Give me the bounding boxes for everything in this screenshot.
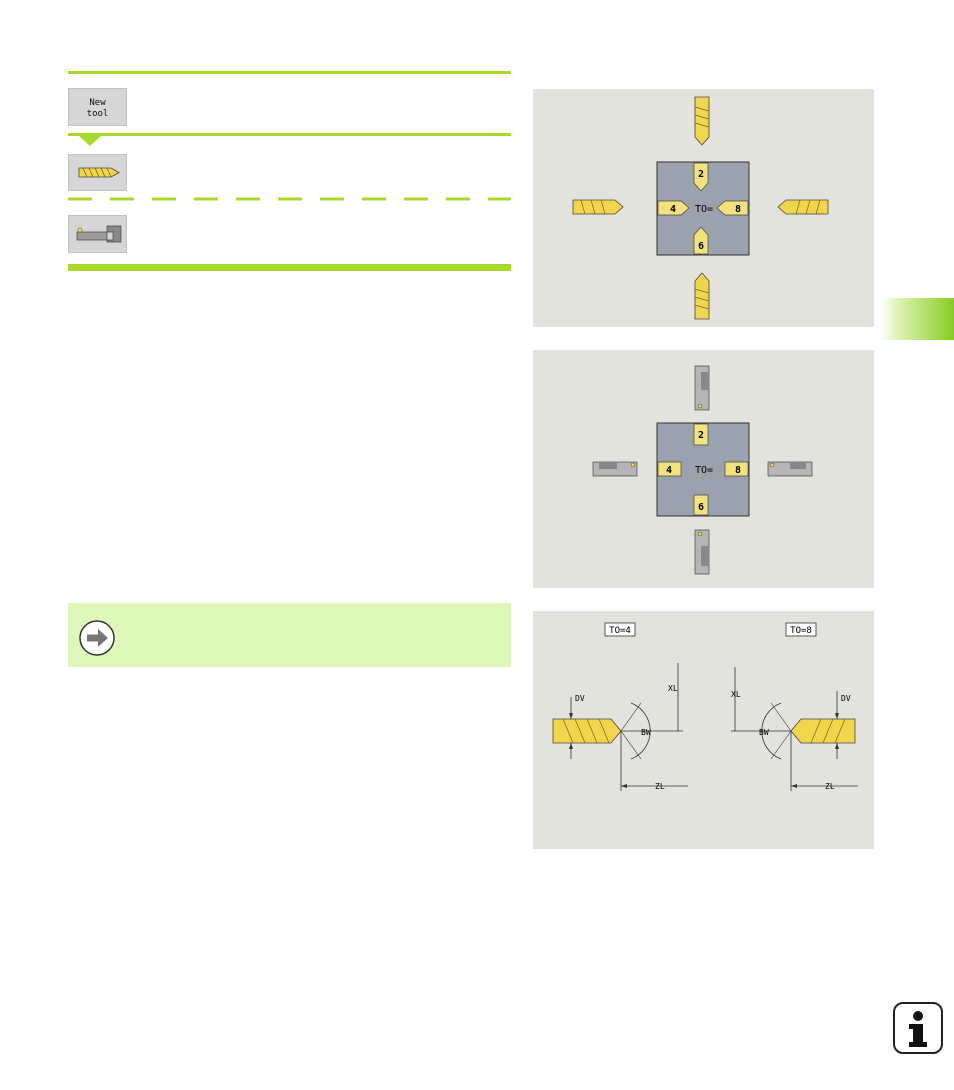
- drill-dimension-diagram: TO=4 TO=8 DV XL BW ZL: [552, 622, 858, 791]
- drill-tool-softkey[interactable]: [68, 154, 127, 191]
- new-tool-softkey[interactable]: New tool: [68, 88, 127, 126]
- panel-drilling-orientation: 2 4 8 6 TO=: [533, 89, 874, 327]
- boring-bar-right: [767, 461, 813, 477]
- new-tool-line1: New: [89, 98, 106, 108]
- boring-bar-icon: [76, 225, 122, 243]
- label-6: 6: [698, 241, 704, 252]
- table-top-rule: [68, 71, 511, 74]
- to4-label: TO=4: [609, 626, 631, 636]
- zl-label-right: ZL: [825, 782, 835, 791]
- center-label: TO=: [695, 204, 713, 215]
- right-drill: [790, 718, 856, 744]
- drill-top: [694, 96, 710, 146]
- boring-bar-left: [592, 461, 638, 477]
- label-4: 4: [666, 465, 672, 476]
- label-6: 6: [698, 502, 704, 513]
- label-8: 8: [735, 465, 741, 476]
- drill-icon: [78, 167, 120, 178]
- arrow-right-icon: [79, 620, 115, 656]
- table-bottom-rule: [68, 264, 511, 271]
- boring-tool-softkey[interactable]: [68, 215, 127, 253]
- chapter-tab: [880, 298, 954, 340]
- new-tool-line2: tool: [86, 109, 109, 119]
- label-2: 2: [698, 430, 704, 441]
- label-4: 4: [670, 204, 676, 215]
- center-label: TO=: [695, 465, 713, 476]
- boring-bar-bottom: [694, 529, 710, 575]
- left-drill: [552, 718, 622, 744]
- bw-label-right: BW: [759, 728, 769, 737]
- drill-right: [777, 199, 829, 215]
- bw-label-left: BW: [641, 728, 651, 737]
- dashed-divider: [68, 197, 511, 201]
- xl-label-left: XL: [668, 684, 678, 693]
- dv-label-right: DV: [841, 694, 851, 703]
- drill-bottom: [694, 272, 710, 320]
- to8-label: TO=8: [790, 626, 812, 636]
- boring-bar-top: [694, 365, 710, 411]
- boring-orientation-diagram: 2 4 8 6 TO=: [592, 365, 813, 575]
- row-divider: [68, 133, 511, 136]
- drill-left: [572, 199, 624, 215]
- label-2: 2: [698, 169, 704, 180]
- row-pointer-icon: [78, 135, 102, 146]
- zl-label-left: ZL: [655, 782, 665, 791]
- info-icon[interactable]: [893, 1002, 943, 1054]
- panel-drill-dimensions: TO=4 TO=8 DV XL BW ZL: [533, 611, 874, 849]
- panel-boring-orientation: 2 4 8 6 TO=: [533, 350, 874, 588]
- xl-label-right: XL: [731, 690, 741, 699]
- drilling-orientation-diagram: 2 4 8 6 TO=: [572, 96, 829, 320]
- note-box: [68, 603, 511, 667]
- label-8: 8: [735, 204, 741, 215]
- dv-label-left: DV: [575, 694, 585, 703]
